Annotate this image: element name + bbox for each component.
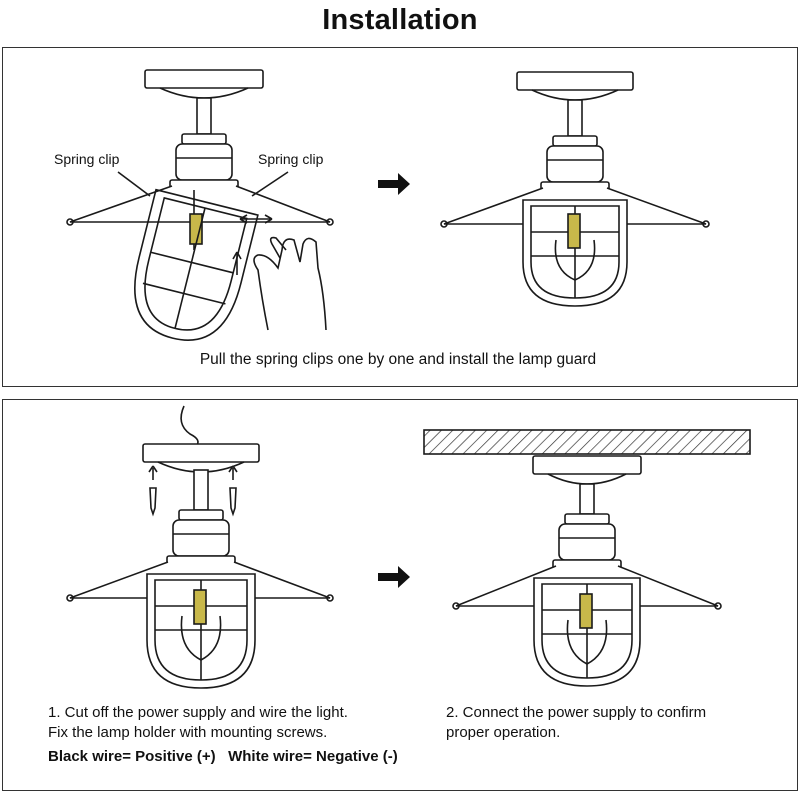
- lamp-right-bottom: [423, 429, 751, 687]
- step1-line1: 1. Cut off the power supply and wire the…: [48, 704, 348, 721]
- lamp-left-bottom: [66, 405, 334, 689]
- step-panel-top: [2, 47, 798, 387]
- wire-color-note: Black wire= Positive (+) White wire= Neg…: [48, 748, 398, 765]
- step2-line2: proper operation.: [446, 724, 561, 741]
- lamp-left-top: [66, 69, 334, 341]
- step-panel-bottom: [2, 399, 798, 791]
- next-step-arrow-top: [378, 173, 410, 195]
- next-step-arrow-bottom: [378, 566, 410, 588]
- panel-top-caption: Pull the spring clips one by one and ins…: [199, 351, 597, 368]
- step1-line2: Fix the lamp holder with mounting screws…: [48, 724, 328, 741]
- spring-clip-label-right: Spring clip: [258, 151, 324, 167]
- page-title: Installation: [322, 4, 478, 36]
- spring-clip-label-left: Spring clip: [54, 151, 120, 167]
- lamp-right-top: [440, 71, 710, 307]
- step2-line1: 2. Connect the power supply to confirm: [446, 704, 707, 721]
